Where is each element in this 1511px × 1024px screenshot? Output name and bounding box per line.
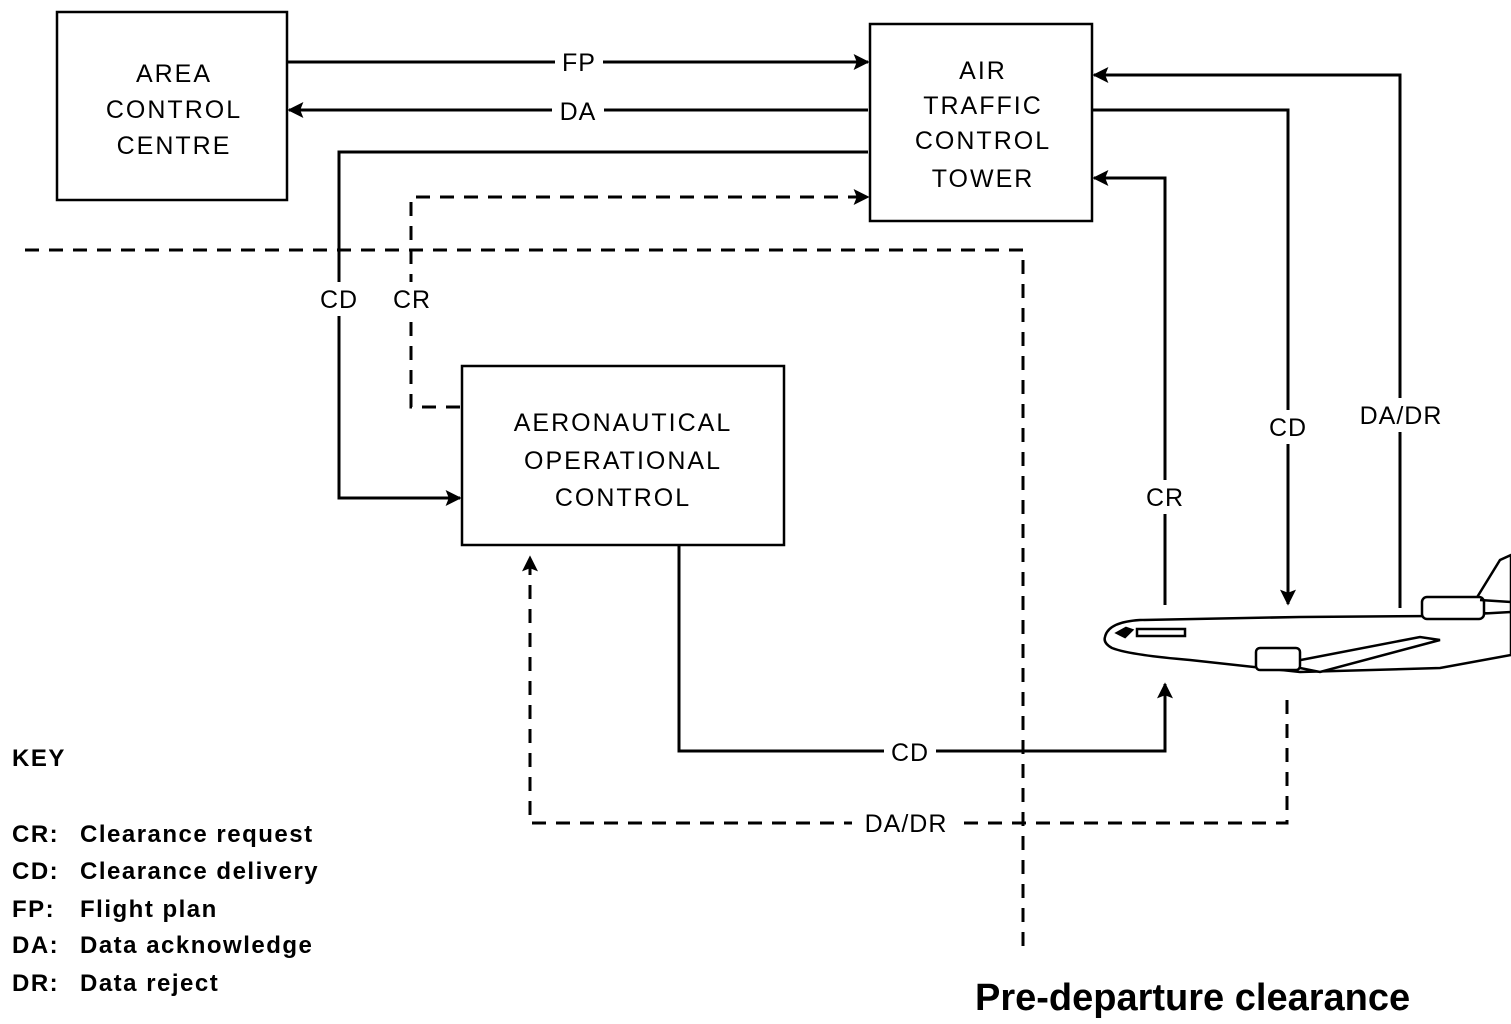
legend-abbr: DR: <box>12 970 59 997</box>
legend-title: KEY <box>12 745 66 772</box>
edge-label-cr-aoc-tower: CR <box>393 286 431 314</box>
edge-dadr-aircraft-aoc-line <box>530 557 1287 823</box>
edge-cd-tower-aircraft-line <box>1092 110 1288 604</box>
boundary-line <box>25 250 1023 955</box>
legend-abbr: CD: <box>12 858 59 885</box>
node-label-line: TRAFFIC <box>923 92 1043 120</box>
node-label-line: CENTRE <box>117 132 232 160</box>
node-aeronautical-operational-control: AERONAUTICAL OPERATIONAL CONTROL <box>462 366 784 545</box>
node-air-traffic-control-tower: AIR TRAFFIC CONTROL TOWER <box>870 24 1092 221</box>
edge-label-cr-aircraft-tower: CR <box>1146 484 1184 512</box>
legend-abbr: FP: <box>12 896 55 923</box>
node-label-line: OPERATIONAL <box>524 447 722 475</box>
legend-text: Data reject <box>80 970 219 997</box>
node-label-line: AERONAUTICAL <box>514 409 732 437</box>
edge-label-cd-tower-aircraft: CD <box>1269 414 1307 442</box>
edge-label-dadr-aircraft-tower: DA/DR <box>1360 402 1443 430</box>
legend-text: Clearance request <box>80 821 314 848</box>
caption: Pre-departure clearance <box>975 977 1410 1019</box>
legend-abbr: DA: <box>12 932 59 959</box>
edge-cr-aircraft-tower-line <box>1094 178 1165 605</box>
node-label-line: CONTROL <box>106 96 242 124</box>
legend-text: Flight plan <box>80 896 218 923</box>
node-label-line: CONTROL <box>555 484 691 512</box>
legend-abbr: CR: <box>12 821 59 848</box>
legend-text: Clearance delivery <box>80 858 319 885</box>
edge-dadr-aircraft-tower-line <box>1094 75 1400 608</box>
node-label-line: TOWER <box>932 165 1035 193</box>
node-label-line: CONTROL <box>915 127 1051 155</box>
legend-text: Data acknowledge <box>80 932 313 959</box>
edge-label-fp: FP <box>562 49 596 77</box>
edge-label-cd-aoc-aircraft: CD <box>891 739 929 767</box>
edge-label-dadr-aircraft-aoc: DA/DR <box>865 810 948 838</box>
node-label-line: AIR <box>959 57 1007 85</box>
edge-label-da: DA <box>560 98 597 126</box>
node-area-control-centre: AREA CONTROL CENTRE <box>57 12 287 200</box>
edge-label-cd-tower-aoc: CD <box>320 286 358 314</box>
edge-cd-aoc-aircraft-line <box>679 545 1165 751</box>
node-label-line: AREA <box>136 60 212 88</box>
legend: KEY CR: Clearance request CD: Clearance … <box>12 745 319 997</box>
